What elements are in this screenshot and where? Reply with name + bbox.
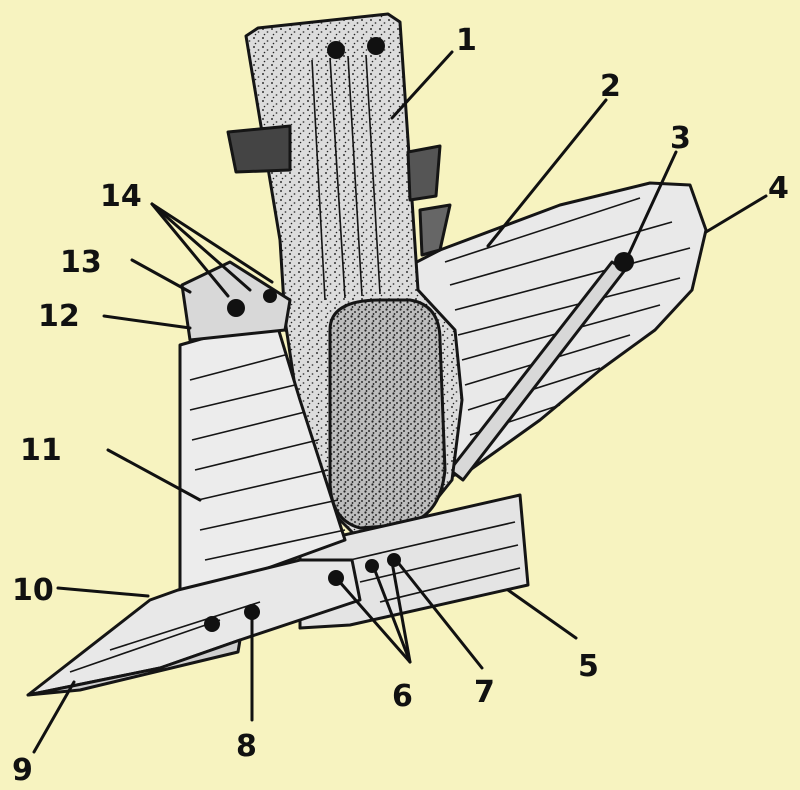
leader-10 [56,586,150,598]
leader-14c [150,202,274,284]
shin-hatching [189,354,346,561]
label-10: 10 [12,573,54,608]
leader-12 [102,314,192,330]
shin-bolt [227,299,245,317]
standard-ribs [311,54,381,301]
label-4: 4 [768,171,789,206]
share-bolt [204,616,220,632]
label-14: 14 [100,179,142,214]
leader-5 [506,588,578,640]
leader-7 [394,558,484,670]
leader-14a [150,202,230,298]
mouldboard-bolt [614,252,634,272]
share-bolt [244,604,260,620]
plough-drawing [26,12,708,697]
label-13: 13 [60,245,102,280]
standard-bracket-left [226,124,292,174]
leader-lines [32,50,768,754]
label-7: 7 [474,675,495,710]
label-6: 6 [392,679,413,714]
frog-casting [328,298,447,530]
leader-4 [704,194,768,234]
leader-1 [390,50,454,120]
shin-bolt [263,289,277,303]
leader-3 [626,150,678,258]
share-bolt [365,559,379,573]
share-hatching [69,601,261,673]
share-edge [26,638,242,697]
leader-9 [32,680,76,754]
standard-bracket-right [406,144,442,202]
label-5: 5 [578,649,599,684]
label-12: 12 [38,299,80,334]
landside-hatching [349,521,521,603]
leader-6c [390,560,412,664]
leader-14b [150,202,252,292]
leader-13 [130,258,192,294]
standard-fin [418,203,452,257]
label-2: 2 [600,69,621,104]
leader-2 [486,98,608,248]
leader-11 [106,448,202,502]
label-11: 11 [20,433,62,468]
label-8: 8 [236,729,257,764]
leader-6a [336,578,412,664]
part-labels: 1 2 3 4 5 6 7 8 9 10 11 12 13 14 [12,23,789,788]
leader-6b [372,566,412,664]
standard-hole [327,41,345,59]
label-9: 9 [12,753,33,788]
label-1: 1 [456,23,477,58]
standard-hole [367,37,385,55]
label-3: 3 [670,121,691,156]
